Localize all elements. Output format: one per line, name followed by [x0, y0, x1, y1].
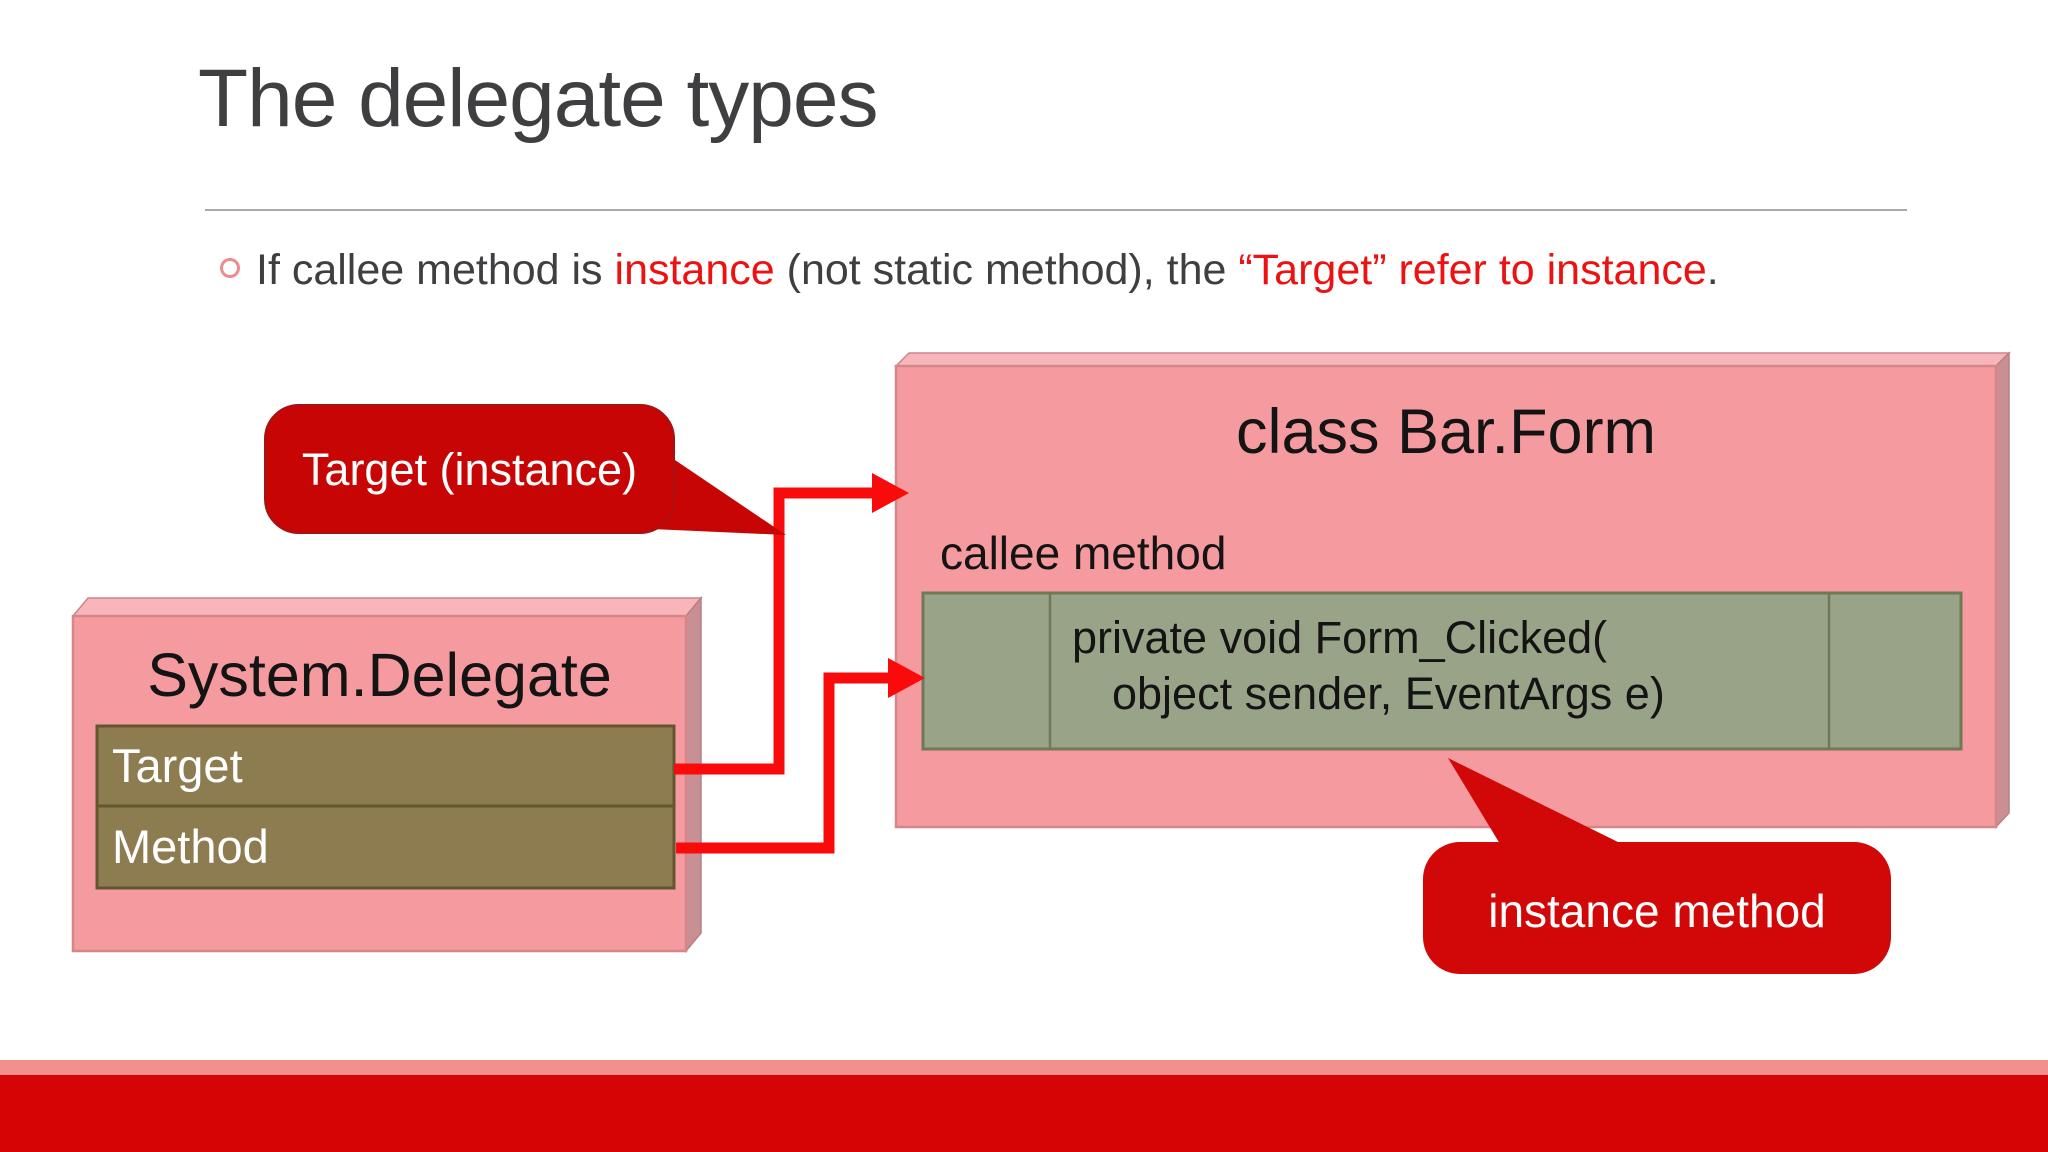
bullet-text-segment-red: “Target” refer to instance	[1238, 246, 1707, 294]
bar-form-box	[894, 351, 2011, 829]
delegate-row-target: Target	[112, 739, 243, 792]
instance-callout-label: instance method	[1488, 885, 1826, 937]
bar-form-top-bevel	[894, 352, 2011, 367]
footer-accent-strip	[0, 1060, 2048, 1075]
bullet-marker	[220, 258, 240, 278]
bar-form-title: class Bar.Form	[1235, 397, 1657, 467]
footer-bar	[0, 1075, 2048, 1152]
bar-form-right-bevel	[1995, 351, 2010, 829]
method-code-line-2: object sender, EventArgs e)	[1112, 668, 1665, 719]
bullet-text-segment: .	[1706, 246, 1719, 294]
target-callout	[264, 404, 786, 535]
system-delegate-title: System.Delegate	[147, 641, 612, 709]
system-delegate-top-bevel	[71, 597, 703, 617]
method-arrow	[676, 658, 925, 854]
method-arrowhead	[888, 658, 925, 698]
bullet-line: If callee method is instance (not static…	[220, 246, 1920, 295]
system-delegate-box	[71, 595, 703, 954]
callee-method-label: callee method	[940, 527, 1227, 579]
title-divider	[205, 209, 1907, 211]
instance-callout-tail	[1448, 758, 1622, 844]
method-code-line-1: private void Form_Clicked(	[1072, 612, 1608, 663]
instance-callout	[1423, 758, 1891, 974]
slide-title: The delegate types	[198, 53, 878, 144]
target-arrowhead	[872, 473, 909, 513]
delegate-row-method: Method	[112, 820, 269, 873]
target-arrow	[674, 473, 909, 775]
instance-callout-bubble	[1423, 842, 1891, 974]
callee-method-cell	[921, 591, 1963, 751]
bullet-text-segment-red: instance	[614, 246, 775, 294]
target-callout-label: Target (instance)	[301, 444, 638, 495]
bullet-text-segment: (not static method), the	[774, 246, 1239, 294]
target-callout-bubble	[264, 404, 675, 534]
bullet-text-segment: If callee method is	[256, 246, 615, 294]
